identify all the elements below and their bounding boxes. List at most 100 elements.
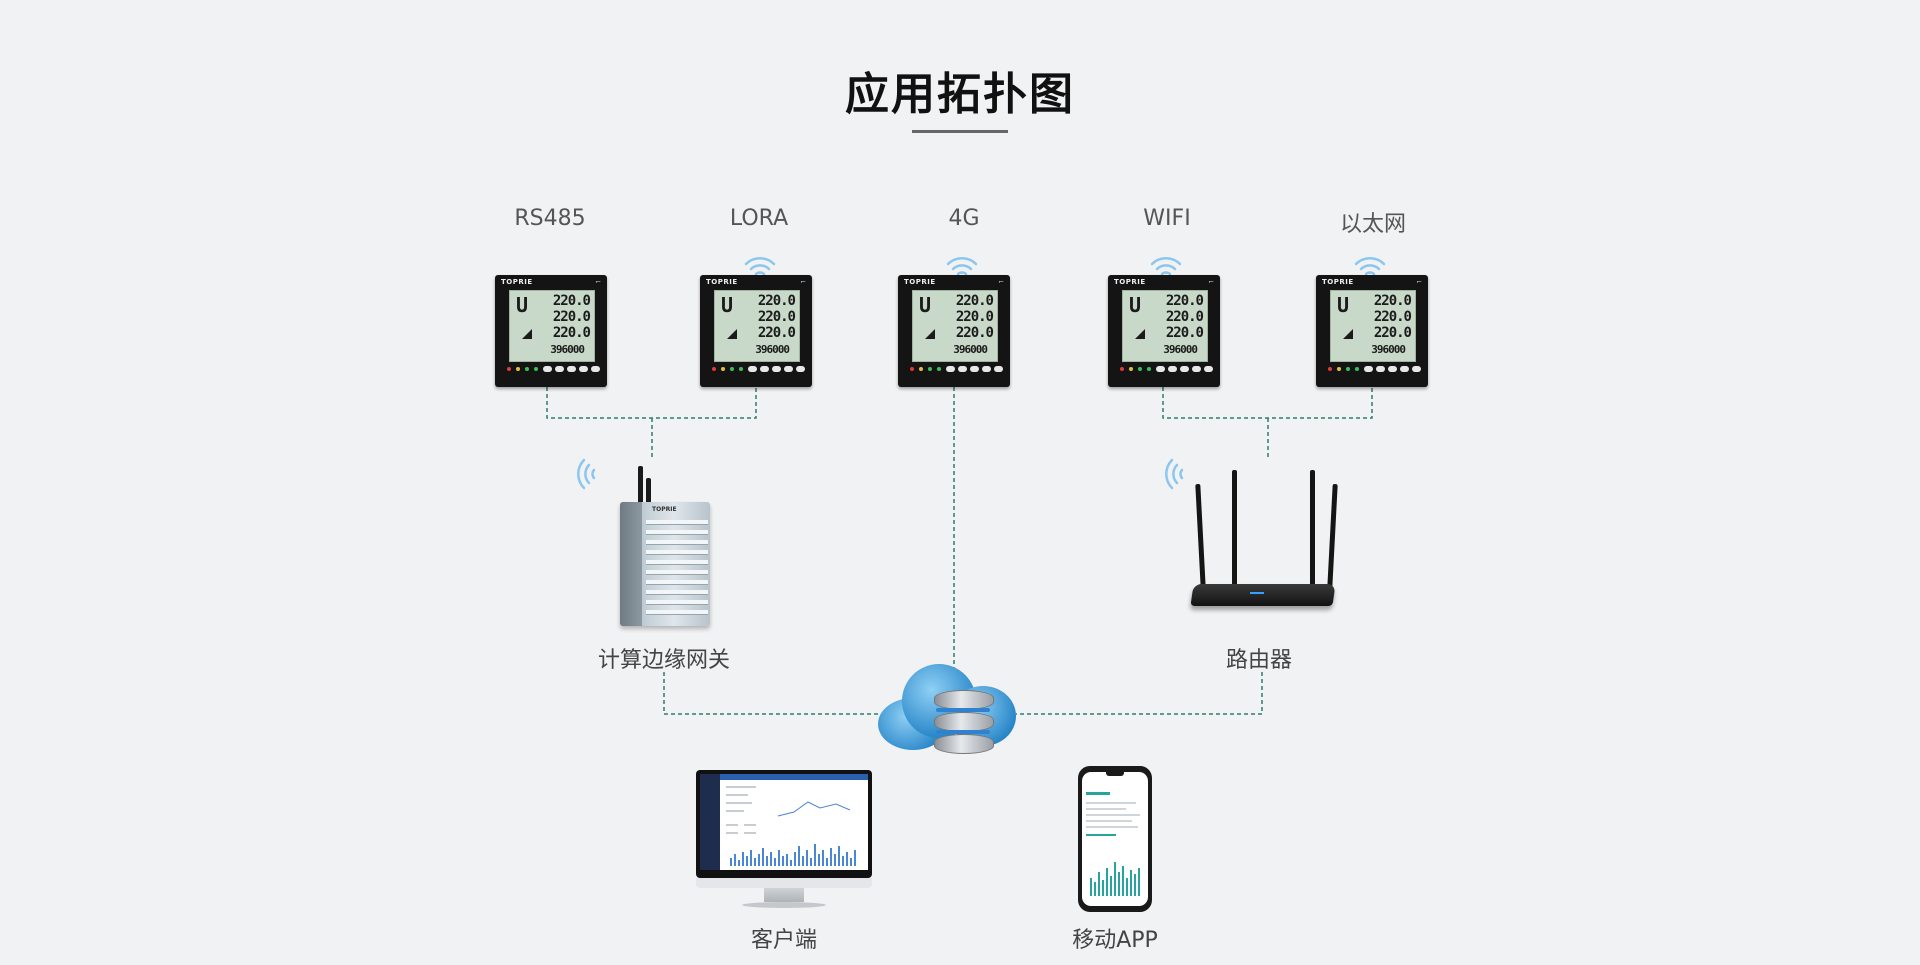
- meter-status-led: [1129, 367, 1133, 371]
- meter-reading: 220.0: [552, 309, 591, 325]
- router-body: [1190, 584, 1336, 606]
- meter-reading: 220.0: [1165, 293, 1204, 309]
- antenna: [646, 478, 651, 512]
- meter-button: [748, 366, 757, 372]
- meter-brand: TOPRIE: [1114, 278, 1146, 286]
- mobile-app-label: 移动APP: [1072, 928, 1158, 953]
- page-title: 应用拓扑图: [845, 69, 1075, 120]
- meter-status-led: [928, 367, 932, 371]
- meter-button: [1376, 366, 1385, 372]
- router-status-light: [1250, 592, 1264, 594]
- meter-button: [970, 366, 979, 372]
- meter-button: [958, 366, 967, 372]
- meter-button: [1204, 366, 1213, 372]
- meter-phase-symbol: U: [919, 293, 932, 317]
- meter-status-led: [516, 367, 520, 371]
- wifi-icon: [1354, 257, 1386, 276]
- meter-reading: 220.0: [1165, 309, 1204, 325]
- meter-button: [579, 366, 588, 372]
- wifi-icon: [577, 458, 596, 490]
- meter-button: [796, 366, 805, 372]
- meter-corner-mark: ⌐: [998, 278, 1004, 286]
- meter-brand: TOPRIE: [1322, 278, 1354, 286]
- gateway-label: 计算边缘网关: [597, 648, 731, 673]
- meter-triangle-indicator: [1343, 329, 1353, 339]
- meter-status-led: [1147, 367, 1151, 371]
- meter-button: [1192, 366, 1201, 372]
- meter-status-led: [1337, 367, 1341, 371]
- link-router-to-cloud: [1016, 672, 1263, 715]
- link-gateway-to-cloud: [663, 672, 888, 715]
- gateway-logo: TOPRIE: [652, 506, 677, 513]
- title-underline: [912, 130, 1008, 133]
- meter-status-led: [1138, 367, 1142, 371]
- meter-button: [994, 366, 1003, 372]
- gateway-ports-panel: [620, 502, 642, 626]
- wifi-icon: [946, 257, 978, 276]
- meter-reading: 220.0: [552, 325, 591, 341]
- meter-reading: 220.0: [1373, 309, 1412, 325]
- meter-corner-mark: ⌐: [1208, 278, 1214, 286]
- meter-phase-symbol: U: [1337, 293, 1350, 317]
- antenna: [638, 466, 643, 510]
- meter-phase-symbol: U: [721, 293, 734, 317]
- meter-reading: 220.0: [1165, 325, 1204, 341]
- dashboard-screen: [700, 774, 868, 870]
- meter-status-led: [1355, 367, 1359, 371]
- meter-reading: 220.0: [955, 325, 994, 341]
- app-screen: [1082, 772, 1148, 906]
- meter-triangle-indicator: [727, 329, 737, 339]
- meter-status-led: [730, 367, 734, 371]
- meter-triangle-indicator: [1135, 329, 1145, 339]
- mobile-app-icon: [1078, 766, 1152, 912]
- meter-button: [567, 366, 576, 372]
- meter-triangle-indicator: [522, 329, 532, 339]
- wifi-icon: [1150, 257, 1182, 276]
- meter-total-reading: 396000: [550, 343, 585, 356]
- meter-reading: 220.0: [757, 293, 796, 309]
- meter-status-led: [739, 367, 743, 371]
- meter-button: [946, 366, 955, 372]
- meter-total-reading: 396000: [755, 343, 790, 356]
- meter-status-led: [534, 367, 538, 371]
- meter-button: [982, 366, 991, 372]
- meter-reading: 220.0: [757, 309, 796, 325]
- router-device: [1188, 470, 1338, 620]
- meter-status-led: [937, 367, 941, 371]
- meter-reading: 220.0: [955, 293, 994, 309]
- meter-reading: 220.0: [757, 325, 796, 341]
- desktop-client-icon: [694, 770, 874, 920]
- meter-button: [1168, 366, 1177, 372]
- cloud-server-icon: [878, 658, 1018, 758]
- meter-button: [1400, 366, 1409, 372]
- meter-brand: TOPRIE: [904, 278, 936, 286]
- meter-button: [1180, 366, 1189, 372]
- meter-status-led: [1120, 367, 1124, 371]
- meter-button: [1412, 366, 1421, 372]
- meter-phase-symbol: U: [1129, 293, 1142, 317]
- protocol-label-rs485: RS485: [514, 206, 586, 231]
- meter-status-led: [919, 367, 923, 371]
- meter-button: [591, 366, 600, 372]
- protocol-label-4g: 4G: [948, 206, 980, 231]
- meter-corner-mark: ⌐: [1416, 278, 1422, 286]
- meter-status-led: [525, 367, 529, 371]
- edge-gateway-device: TOPRIE: [612, 466, 716, 630]
- link-wifi-ethernet: [1162, 387, 1373, 419]
- antenna: [1310, 470, 1315, 588]
- meter-brand: TOPRIE: [706, 278, 738, 286]
- router-label: 路由器: [1225, 648, 1293, 673]
- meter-reading: 220.0: [955, 309, 994, 325]
- meter-reading: 220.0: [1373, 325, 1412, 341]
- meter-button: [1388, 366, 1397, 372]
